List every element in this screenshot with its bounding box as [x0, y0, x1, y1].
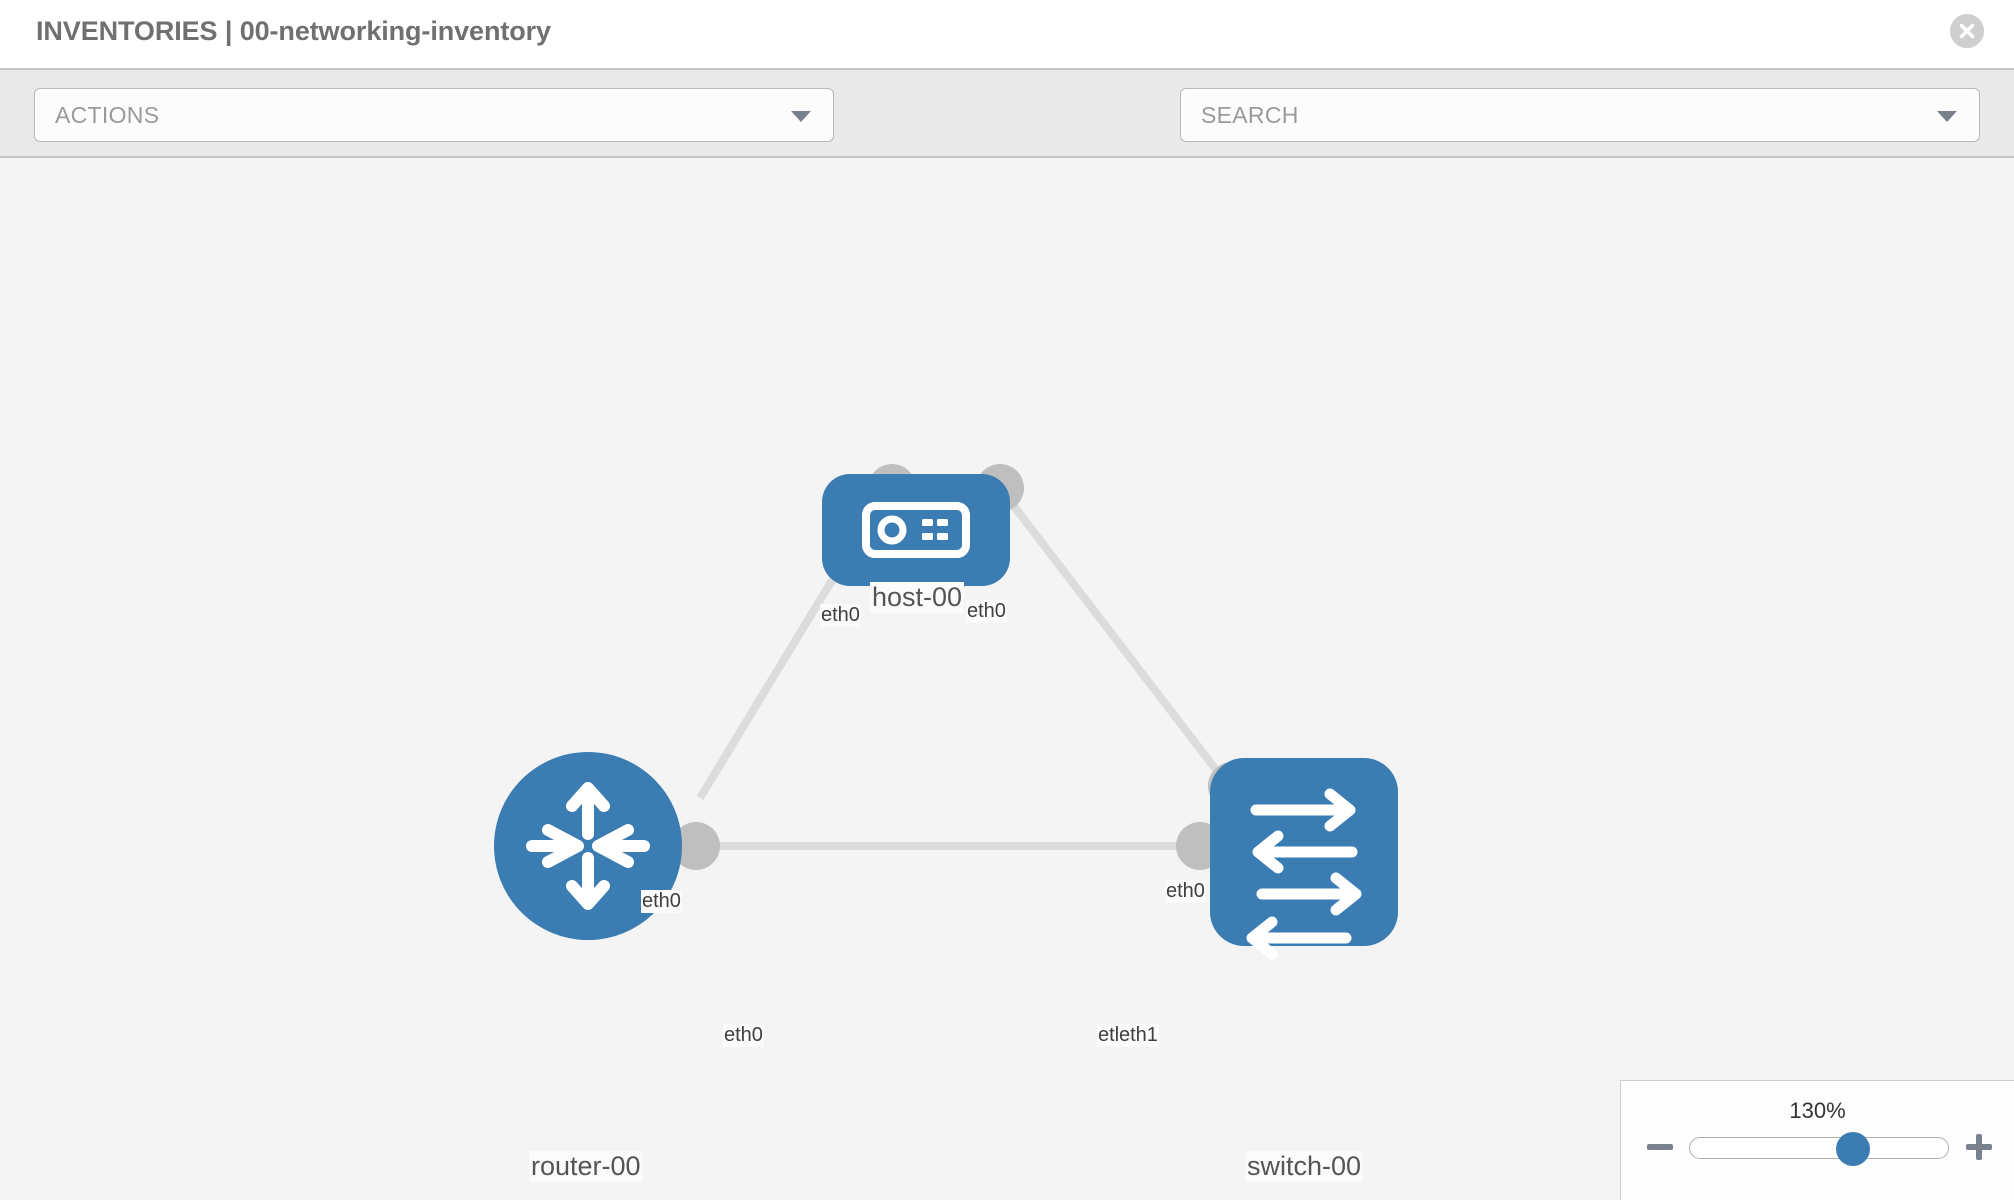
close-icon[interactable]	[1950, 14, 1984, 48]
node-label-host-00: host-00	[870, 582, 965, 613]
edge-label-switch00-left-eth1: eth1	[1118, 1024, 1159, 1047]
node-host-00[interactable]	[822, 474, 1010, 586]
page-title: INVENTORIES | 00-networking-inventory	[36, 16, 551, 46]
edge-label-host00-right: eth0	[966, 600, 1007, 623]
zoom-in-button[interactable]	[1962, 1130, 1996, 1164]
edge-label-router00-up: eth0	[641, 890, 682, 913]
zoom-out-button[interactable]	[1643, 1130, 1677, 1164]
toolbar: ACTIONS SEARC	[0, 68, 2014, 197]
topology-canvas[interactable]: host-00 router-00 switch-00 eth0 eth0 et…	[0, 158, 2014, 1200]
edge-label-host00-left: eth0	[820, 604, 861, 627]
search-placeholder: SEARCH	[1201, 102, 1299, 128]
zoom-panel: 130%	[1620, 1080, 2014, 1200]
zoom-level-value: 130%	[1789, 1098, 1846, 1123]
chevron-down-icon	[1937, 111, 1957, 122]
node-label-router-00: router-00	[529, 1151, 643, 1182]
edge-host00-switch00	[996, 485, 1234, 791]
node-label-switch-00: switch-00	[1245, 1151, 1364, 1182]
zoom-slider-thumb[interactable]	[1836, 1132, 1870, 1166]
actions-dropdown[interactable]: ACTIONS	[34, 88, 834, 142]
edge-label-switch00-up: eth0	[1165, 880, 1206, 903]
chevron-down-icon	[791, 111, 811, 122]
search-input[interactable]: SEARCH	[1180, 88, 1980, 142]
edge-label-router00-right: eth0	[723, 1024, 764, 1047]
topology-graph	[494, 464, 1398, 960]
actions-dropdown-label: ACTIONS	[55, 102, 160, 128]
zoom-slider[interactable]	[1689, 1132, 1949, 1166]
page-header: INVENTORIES | 00-networking-inventory	[0, 0, 2014, 68]
connector-nub	[672, 822, 720, 870]
node-switch-00[interactable]	[1210, 758, 1398, 960]
node-router-00[interactable]	[494, 752, 682, 940]
